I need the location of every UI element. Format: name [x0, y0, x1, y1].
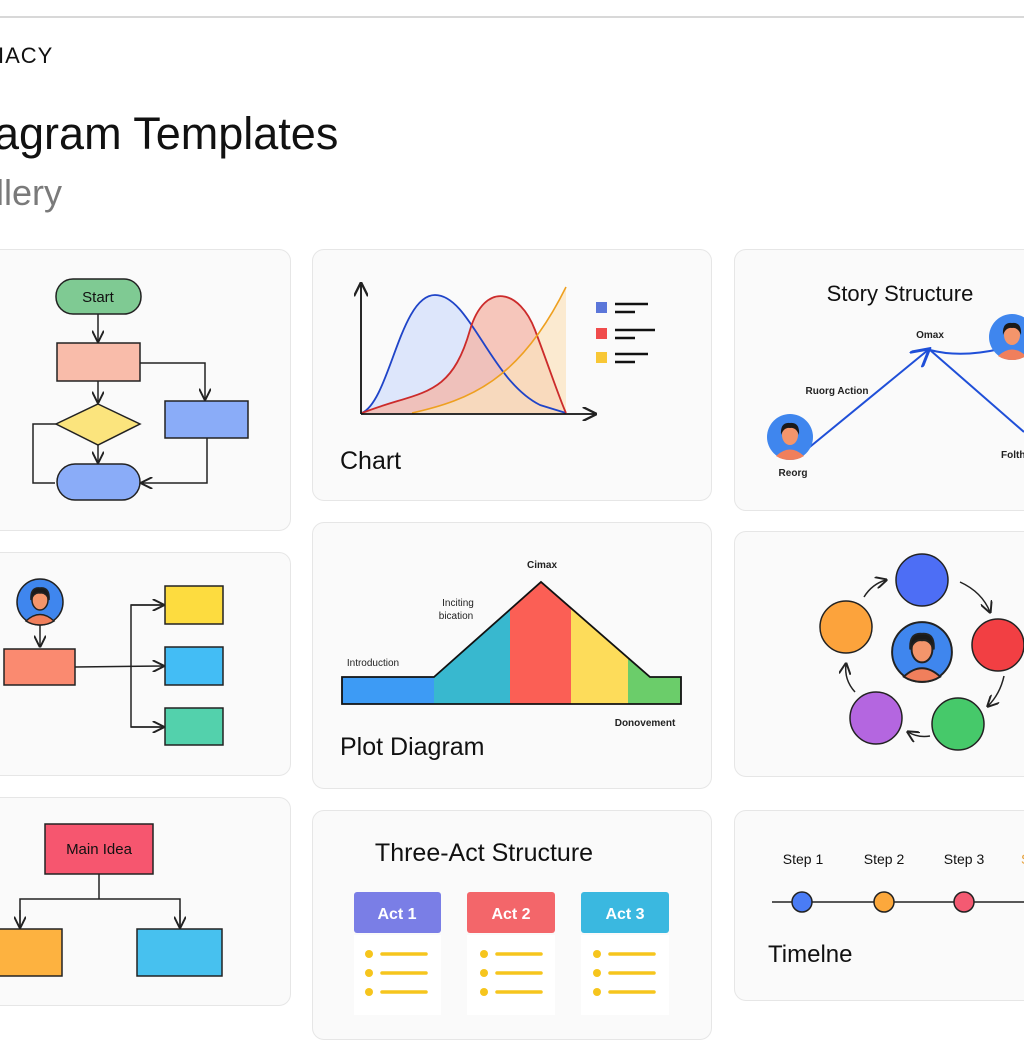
card-story-structure[interactable] — [734, 249, 1024, 511]
page-subtitle: llery — [0, 172, 63, 213]
card-org-chart[interactable] — [0, 552, 291, 776]
card-three-act[interactable] — [312, 810, 712, 1040]
card-cycle[interactable] — [734, 531, 1024, 777]
card-mind-map[interactable] — [0, 797, 291, 1006]
card-plot-diagram[interactable] — [312, 522, 712, 789]
card-chart[interactable] — [312, 249, 712, 501]
top-divider — [0, 16, 1024, 18]
card-timeline[interactable] — [734, 810, 1024, 1001]
brand-label: IACY — [0, 43, 54, 68]
card-flowchart[interactable] — [0, 249, 291, 531]
page-title: agram Templates — [0, 108, 339, 159]
